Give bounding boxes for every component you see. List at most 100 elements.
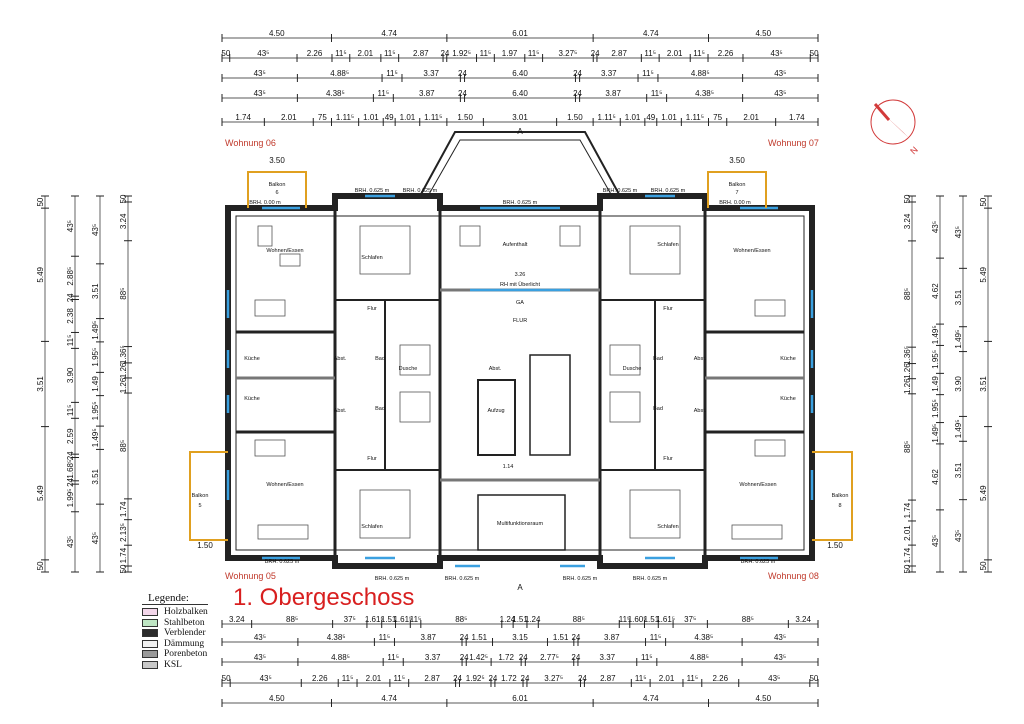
brh-06: BRH. 0.625 m (355, 188, 390, 194)
dimension-label: 1.49⁵ (91, 321, 100, 340)
legend-label: Holzbalken (164, 607, 208, 618)
dimension-label: 43⁵ (774, 69, 786, 78)
dimension-label: 6.40 (512, 89, 528, 98)
dimension-label: 6.40 (512, 69, 528, 78)
brh-08: BRH. 0.625 m (741, 559, 776, 565)
dimension-label: 43⁵ (774, 89, 786, 98)
room-schlafen-06: Schlafen (361, 255, 382, 261)
dimension-label: 50 (903, 194, 912, 203)
dimension-label: 1.11⁵ (686, 113, 704, 122)
dimension-label: 11⁵ (619, 615, 631, 624)
dimension-label: 88⁵ (286, 615, 298, 624)
dimension-label: 2.13⁵ (119, 523, 128, 542)
room-num-7: 7 (735, 190, 738, 196)
ga-label: GA (516, 300, 524, 306)
room-wohnen-05: Wohnen/Essen (266, 482, 303, 488)
room-bad-07: Bad (653, 356, 663, 362)
dimension-label: 50 (36, 561, 45, 570)
dimension-label: 1.49 (91, 376, 100, 392)
brh-05b: BRH. 0.625 m (375, 576, 410, 582)
dimension-label: 1.72 (501, 674, 517, 683)
dimension-label: 1.61⁵ (393, 615, 412, 624)
dimension-label: 2.01 (903, 525, 912, 541)
dimension-label: 1.11⁵ (598, 113, 616, 122)
dimension-label: 43⁵ (257, 49, 269, 58)
dimension-label: 24 (460, 653, 469, 662)
room-dusche-06: Dusche (399, 366, 418, 372)
dimension-label: 1.49 (931, 376, 940, 392)
dimension-label: 3.51 (36, 376, 45, 392)
room-flur-05: Flur (367, 456, 377, 462)
dimension-label: 43⁵ (771, 49, 783, 58)
room-abst-06: Abst. (334, 356, 347, 362)
dimension-label: 88⁵ (573, 615, 585, 624)
room-num-8: 8 (838, 503, 841, 509)
room-bad-05: Bad (375, 406, 385, 412)
dimension-label: 11⁵ (651, 89, 663, 98)
dimension-label: 1.95⁵ (91, 348, 100, 367)
legend-heading: Legende: (142, 592, 208, 605)
dimension-label: 3.51 (91, 283, 100, 299)
legend-swatch (142, 639, 158, 648)
dimension-label: 11⁵ (644, 49, 656, 58)
dimension-label: 3.37 (601, 69, 617, 78)
dimension-label: 1.74 (903, 502, 912, 518)
dimension-label: 4.38⁵ (695, 89, 714, 98)
dimension-label: 1.74 (235, 113, 251, 122)
dimension-label: 24 (488, 674, 497, 683)
dimension-label: 4.50 (755, 694, 771, 703)
dimension-label: 11⁵ (687, 674, 699, 683)
dimension-label: 37⁵ (344, 615, 356, 624)
dimension-label: 2.01 (659, 674, 675, 683)
room-abst-07: Abst. (694, 356, 707, 362)
dimension-label: 11⁵ (650, 633, 662, 642)
dimension-label: 3.24 (119, 213, 128, 229)
room-flur-main: FLUR (513, 318, 527, 324)
dimension-label: 1.74 (119, 501, 128, 517)
dimension-label: 2.26 (718, 49, 734, 58)
dimension-label: 11⁵ (641, 653, 653, 662)
dimension-label: 4.74 (381, 29, 397, 38)
balkon-07: Balkon (729, 182, 746, 188)
dimension-label: 11⁵ (410, 615, 422, 624)
room-flur-07: Flur (663, 306, 673, 312)
room-wohnen-07: Wohnen/Essen (733, 248, 770, 254)
dimension-label: 43⁵ (254, 89, 266, 98)
dimension-label: 24 (440, 49, 449, 58)
dimension-label: 11⁵ (693, 49, 705, 58)
dimension-label: 3.90 (66, 367, 75, 383)
dimension-label: 3.01 (512, 113, 528, 122)
dimension-label: 50 (221, 49, 230, 58)
dimension-label: 1.36⁵ (903, 346, 912, 365)
dimension-label: 50 (36, 197, 45, 206)
dimension-label: 11⁵ (642, 69, 654, 78)
dimension-label: 24 (591, 49, 600, 58)
dimension-label: 3.37 (600, 653, 616, 662)
dimension-label: 43⁵ (774, 653, 786, 662)
dimension-label: 1.95⁵ (931, 350, 940, 369)
dimension-label: 50 (809, 674, 818, 683)
dimension-label: 24 (573, 69, 582, 78)
apartment-label-05: Wohnung 05 (225, 571, 276, 581)
dimension-label: 4.38⁵ (327, 633, 346, 642)
apartment-label-08: Wohnung 08 (768, 571, 819, 581)
dimension-label: 1.51 (472, 633, 488, 642)
dimension-label: 3.24 (903, 213, 912, 229)
dimension-label: 4.88⁵ (331, 653, 350, 662)
brh-stair-r: BRH. 0.625 m (563, 576, 598, 582)
dimension-label: 11⁵ (387, 653, 399, 662)
dimension-label: 2.01 (366, 674, 382, 683)
dimension-label: 6.01 (512, 694, 528, 703)
dimension-label: 11⁵ (379, 633, 391, 642)
dimension-label: 43⁵ (768, 674, 780, 683)
legend-label: KSL (164, 659, 182, 670)
legend-swatch (142, 618, 158, 627)
dimension-label: 6.01 (512, 29, 528, 38)
dimension-label: 50 (903, 564, 912, 573)
dimension-label: 2.01 (281, 113, 297, 122)
dimension-label: 11⁵ (335, 49, 347, 58)
dimension-label: 24 (571, 633, 580, 642)
dimension-label: 1.99⁵ (66, 489, 75, 508)
dimension-label: 43⁵ (260, 674, 272, 683)
